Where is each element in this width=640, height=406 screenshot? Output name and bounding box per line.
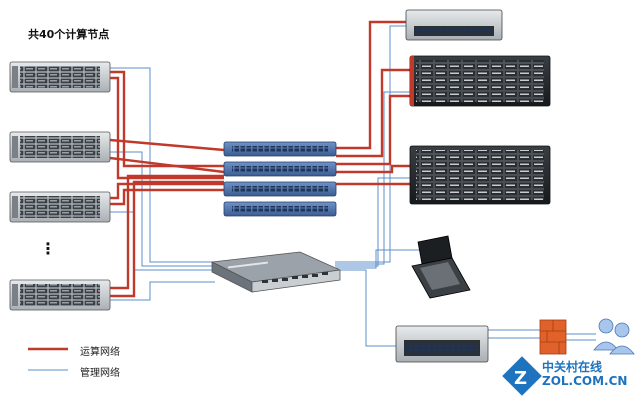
mgmt-link-login-server — [338, 269, 396, 347]
compute-link-node4-a — [110, 174, 224, 290]
login-server — [395, 325, 489, 363]
compute-link-node2-a — [109, 138, 225, 152]
compute-link-node3-b — [110, 188, 224, 206]
zol-logo: Z — [502, 356, 542, 396]
compute-link-top-server — [336, 20, 406, 150]
legend-mgmt-label: 管理网络 — [80, 368, 120, 379]
watermark-label: 中关村在线 ZOL.COM.CN — [542, 360, 628, 388]
diagram-title: 共40个计算节点 — [28, 28, 110, 41]
mgmt-link-kvm — [335, 249, 440, 269]
management-switch — [210, 251, 342, 293]
compute-node-2 — [9, 131, 111, 163]
compute-node-4 — [9, 279, 111, 311]
more-nodes-ellipsis: ⋮ — [40, 239, 56, 258]
infiniband-switch-2 — [223, 161, 337, 177]
compute-link-node3-a — [110, 182, 224, 200]
compute-link-node4-b — [110, 180, 224, 298]
compute-link-node2-b — [109, 156, 225, 174]
compute-links — [109, 20, 410, 298]
mgmt-link-node3 — [110, 211, 215, 271]
compute-node-3 — [9, 191, 111, 223]
firewall — [539, 319, 567, 355]
infiniband-switch-1 — [223, 141, 337, 157]
svg-text:Z: Z — [514, 368, 527, 389]
storage-array-1 — [409, 55, 551, 107]
compute-link-storage1-b — [336, 94, 410, 166]
watermark-text: 中关村在线 ZOL.COM.CN — [542, 360, 638, 388]
compute-link-storage2-a — [336, 164, 410, 174]
legend-compute-label: 运算网络 — [80, 347, 120, 358]
kvm-console — [411, 235, 471, 299]
compute-node-1 — [9, 61, 111, 93]
mgmt-link-node2 — [110, 151, 215, 267]
mgmt-link-storage2 — [335, 177, 410, 267]
storage-array-2 — [409, 145, 551, 205]
mgmt-link-node4 — [110, 281, 215, 301]
users-icon — [593, 318, 635, 355]
infiniband-switch-3 — [223, 181, 337, 197]
compute-link-node1-b — [110, 76, 224, 180]
compute-link-storage1-a — [336, 68, 410, 158]
infiniband-switch-4 — [223, 201, 337, 217]
head-server — [405, 9, 503, 41]
